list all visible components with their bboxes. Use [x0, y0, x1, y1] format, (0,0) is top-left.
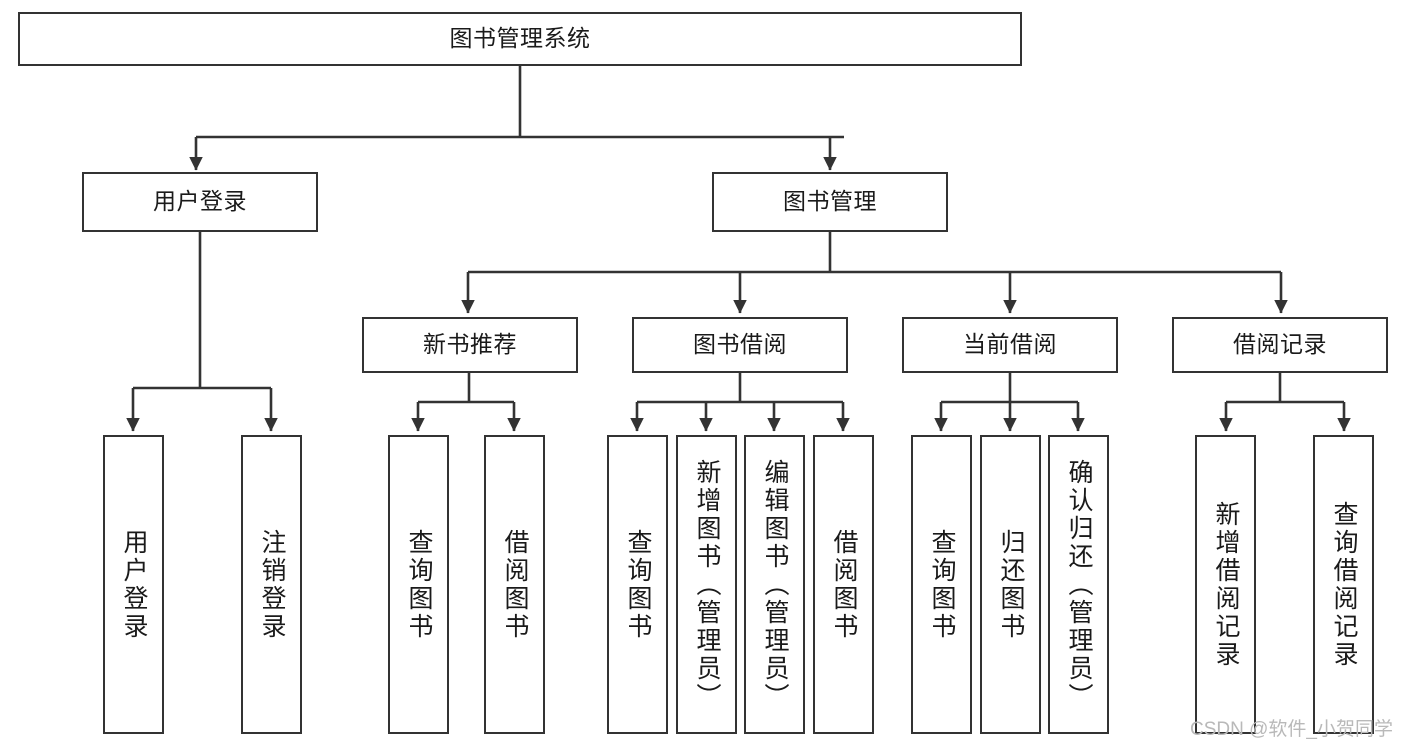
node-leaf-query-book-1[interactable]: 查询图书: [388, 435, 449, 734]
node-current-borrow-label: 当前借阅: [963, 331, 1057, 358]
node-leaf-edit-book-label: 编辑图书（管理员）: [761, 458, 789, 711]
node-root[interactable]: 图书管理系统: [18, 12, 1022, 66]
node-leaf-user-login[interactable]: 用户登录: [103, 435, 164, 734]
node-leaf-user-logout[interactable]: 注销登录: [241, 435, 302, 734]
node-leaf-edit-book[interactable]: 编辑图书（管理员）: [744, 435, 805, 734]
node-leaf-query-record-label: 查询借阅记录: [1330, 500, 1358, 669]
node-leaf-query-record[interactable]: 查询借阅记录: [1313, 435, 1374, 734]
node-new-book-recommend-label: 新书推荐: [423, 331, 517, 358]
node-leaf-query-book-1-label: 查询图书: [405, 528, 433, 641]
node-leaf-confirm-return-label: 确认归还（管理员）: [1065, 458, 1093, 711]
node-book-management[interactable]: 图书管理: [712, 172, 948, 232]
node-borrow-record-label: 借阅记录: [1233, 331, 1327, 358]
node-leaf-query-book-3-label: 查询图书: [928, 528, 956, 641]
node-leaf-add-record-label: 新增借阅记录: [1212, 500, 1240, 669]
node-leaf-return-book[interactable]: 归还图书: [980, 435, 1041, 734]
node-leaf-add-book-label: 新增图书（管理员）: [693, 458, 721, 711]
watermark: CSDN @软件_小贺同学: [1190, 719, 1393, 740]
node-borrow-record[interactable]: 借阅记录: [1172, 317, 1388, 373]
node-user-login-label: 用户登录: [153, 188, 247, 215]
node-leaf-borrow-book-2[interactable]: 借阅图书: [813, 435, 874, 734]
node-root-label: 图书管理系统: [449, 25, 591, 52]
node-book-management-label: 图书管理: [783, 188, 877, 215]
node-leaf-return-book-label: 归还图书: [997, 528, 1025, 641]
node-leaf-user-login-label: 用户登录: [120, 528, 148, 641]
node-leaf-query-book-2[interactable]: 查询图书: [607, 435, 668, 734]
node-leaf-user-logout-label: 注销登录: [258, 528, 286, 641]
node-leaf-borrow-book-1-label: 借阅图书: [501, 528, 529, 641]
node-leaf-borrow-book-2-label: 借阅图书: [830, 528, 858, 641]
node-leaf-query-book-2-label: 查询图书: [624, 528, 652, 641]
node-user-login[interactable]: 用户登录: [82, 172, 318, 232]
node-current-borrow[interactable]: 当前借阅: [902, 317, 1118, 373]
node-book-borrow-label: 图书借阅: [693, 331, 787, 358]
node-leaf-query-book-3[interactable]: 查询图书: [911, 435, 972, 734]
node-leaf-add-book[interactable]: 新增图书（管理员）: [676, 435, 737, 734]
node-new-book-recommend[interactable]: 新书推荐: [362, 317, 578, 373]
node-leaf-confirm-return[interactable]: 确认归还（管理员）: [1048, 435, 1109, 734]
node-leaf-borrow-book-1[interactable]: 借阅图书: [484, 435, 545, 734]
node-book-borrow[interactable]: 图书借阅: [632, 317, 848, 373]
node-leaf-add-record[interactable]: 新增借阅记录: [1195, 435, 1256, 734]
